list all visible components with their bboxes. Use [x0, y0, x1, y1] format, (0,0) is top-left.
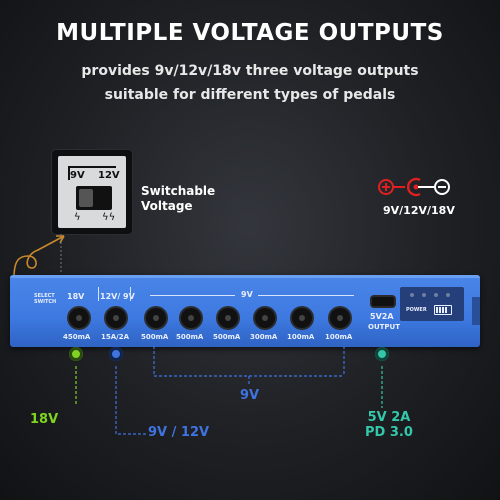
subtitle-line-1: provides 9v/12v/18v three voltage output… [81, 63, 419, 79]
led-2 [422, 293, 426, 297]
switch-knob[interactable] [79, 189, 93, 207]
label-18v: 18V [67, 292, 85, 301]
callout-dot-usb [375, 347, 389, 361]
jack-pin [113, 315, 119, 321]
subtitle-line-2: suitable for different types of pedals [104, 87, 396, 103]
page-title: MULTIPLE VOLTAGE OUTPUTS [56, 20, 444, 46]
battery-icon [434, 305, 452, 315]
device-top-edge [10, 275, 480, 278]
output-jack-1[interactable] [69, 308, 89, 328]
switch-caption: Switchable Voltage [141, 184, 215, 214]
output-jack-6[interactable] [255, 308, 275, 328]
switch-plate: 9V 12V ϟ ϟϟ [58, 156, 126, 228]
led-3 [434, 293, 438, 297]
dashed-connector [60, 234, 62, 274]
bolt-icon-single: ϟ [74, 212, 81, 223]
switch-caption-line-2: Voltage [141, 199, 193, 213]
divider-12v-right [130, 287, 131, 301]
select-switch-label: SELECT SWITCH [34, 293, 57, 305]
divider-12v [98, 287, 99, 301]
group-line-right [258, 295, 354, 296]
power-indicator-panel: POWER [400, 287, 464, 321]
jack-pin [188, 315, 194, 321]
jack-pin [337, 315, 343, 321]
output-current-2: 15A/2A [101, 333, 130, 341]
callout-lines [75, 346, 383, 435]
led-1 [410, 293, 414, 297]
voltage-switch-inset: 9V 12V ϟ ϟϟ [52, 150, 132, 234]
switch-line-left [68, 166, 70, 180]
callout-dot-18v [69, 347, 83, 361]
output-jack-7[interactable] [292, 308, 312, 328]
jack-pin [299, 315, 305, 321]
output-current-4: 500mA [176, 333, 204, 341]
battery-fill [436, 307, 448, 313]
output-jack-3[interactable] [146, 308, 166, 328]
polarity-label: 9V/12V/18V [383, 204, 455, 217]
callout-usb-line-2: PD 3.0 [365, 425, 413, 440]
jack-pin [225, 315, 231, 321]
switch-label-9v: 9V [70, 170, 85, 181]
group-line-left [150, 295, 235, 296]
callout-dot-9v-12v [109, 347, 123, 361]
callout-usb-line-1: 5V 2A [367, 410, 411, 425]
label-12v-9v: 12V/ 9V [100, 292, 135, 301]
power-supply-device: SELECT SWITCH 18V 12V/ 9V 9V 450mA 15A/2… [10, 275, 480, 347]
output-current-6: 300mA [250, 333, 278, 341]
usb-label-1: 5V2A [370, 312, 394, 321]
output-jack-2[interactable] [106, 308, 126, 328]
led-4 [446, 293, 450, 297]
usb-label-2: OUTPUT [368, 323, 400, 331]
switch-caption-line-1: Switchable [141, 184, 216, 198]
output-current-5: 500mA [213, 333, 241, 341]
output-current-1: 450mA [63, 333, 91, 341]
callout-usb: 5V 2A PD 3.0 [365, 410, 413, 440]
output-jack-5[interactable] [218, 308, 238, 328]
callout-9v: 9V [240, 388, 260, 403]
polarity-icon [378, 177, 450, 197]
usb-c-port[interactable] [370, 295, 396, 308]
output-jack-8[interactable] [330, 308, 350, 328]
switch-label-12v: 12V [98, 170, 120, 181]
power-label: POWER [406, 307, 427, 313]
jack-pin [76, 315, 82, 321]
label-9v-group: 9V [241, 290, 253, 299]
jack-pin [262, 315, 268, 321]
output-current-8: 100mA [325, 333, 353, 341]
switch-line-top [68, 166, 116, 168]
callout-9v-12v: 9V / 12V [148, 425, 210, 440]
curved-arrow-icon [10, 235, 65, 281]
callout-18v: 18V [30, 412, 59, 427]
output-jack-4[interactable] [181, 308, 201, 328]
output-current-3: 500mA [141, 333, 169, 341]
jack-pin [153, 315, 159, 321]
bolt-icon-double: ϟϟ [102, 212, 116, 223]
output-current-7: 100mA [287, 333, 315, 341]
device-end-cap [472, 297, 480, 325]
